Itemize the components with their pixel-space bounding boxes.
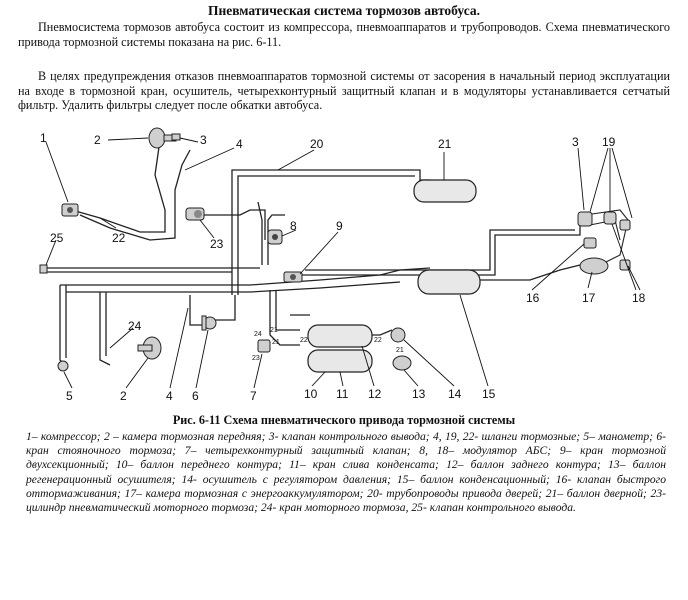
label-7: 7: [250, 389, 257, 403]
dryer: [390, 327, 406, 343]
label-4-bottom: 4: [166, 389, 173, 403]
two-section-brake-valve: [283, 271, 303, 283]
small-label-22-b: 22: [374, 337, 382, 344]
label-18: 18: [632, 291, 646, 305]
label-2-top: 2: [94, 133, 101, 147]
leader-lines: [45, 137, 641, 389]
label-5: 5: [66, 389, 73, 403]
label-8: 8: [290, 219, 297, 233]
abs-modulator: [267, 229, 283, 245]
label-1: 1: [40, 131, 47, 145]
label-17: 17: [582, 291, 596, 305]
small-label-22-a: 22: [300, 337, 308, 344]
label-22: 22: [112, 231, 126, 245]
control-outlet-valve: [39, 264, 48, 274]
door-tank: [413, 179, 477, 203]
intro-paragraph: Пневмосистема тормозов автобуса состоит …: [18, 20, 670, 49]
label-10: 10: [304, 387, 318, 401]
label-12: 12: [368, 387, 382, 401]
label-3-top: 3: [200, 133, 207, 147]
label-16: 16: [526, 291, 540, 305]
front-brake-chamber-top: [148, 127, 177, 149]
label-21: 21: [438, 137, 452, 151]
label-14: 14: [448, 387, 462, 401]
rear-circuit-tank: [307, 324, 373, 348]
label-11: 11: [336, 387, 349, 401]
brake-system-diagram: 1 2 3 4 20 21 3 19 22 23 8 9 25 24 16 17…: [39, 127, 646, 403]
label-15: 15: [482, 387, 496, 401]
filter-paragraph: В целях предупреждения отказов пневмоапп…: [18, 69, 670, 112]
small-label-21-c: 21: [396, 347, 404, 354]
figure-caption: Рис. 6-11 Схема пневматического привода …: [172, 413, 516, 427]
page-title: Пневматическая система тормозов автобуса…: [207, 3, 481, 18]
label-13: 13: [412, 387, 426, 401]
front-circuit-tank: [307, 349, 373, 373]
label-9: 9: [336, 219, 343, 233]
parking-brake-valve: [201, 315, 217, 331]
small-label-21-a: 21: [270, 327, 278, 334]
condensation-tank: [417, 269, 481, 295]
manometer: [57, 360, 69, 372]
label-20: 20: [310, 137, 324, 151]
label-3-right: 3: [572, 135, 579, 149]
label-25: 25: [50, 231, 64, 245]
compressor: [61, 203, 79, 217]
small-label-24: 24: [254, 331, 262, 338]
label-24: 24: [128, 319, 142, 333]
small-label-21-b: 21: [272, 339, 280, 346]
label-19: 19: [602, 135, 616, 149]
regeneration-tank: [392, 355, 412, 371]
four-circuit-protection-valve: [257, 339, 271, 353]
label-23: 23: [210, 237, 224, 251]
label-2-bottom: 2: [120, 389, 127, 403]
motor-brake-cylinder: [185, 207, 205, 221]
small-label-23: 23: [252, 355, 260, 362]
rear-brake-cluster: [577, 211, 631, 275]
control-outlet-valve-top: [171, 133, 181, 141]
front-brake-chamber-bottom: [137, 336, 162, 360]
figure-legend: 1– компрессор; 2 – камера тормозная пере…: [26, 430, 666, 515]
label-4-top: 4: [236, 137, 243, 151]
label-6: 6: [192, 389, 199, 403]
diagram-number-labels: 1 2 3 4 20 21 3 19 22 23 8 9 25 24 16 17…: [40, 131, 646, 403]
